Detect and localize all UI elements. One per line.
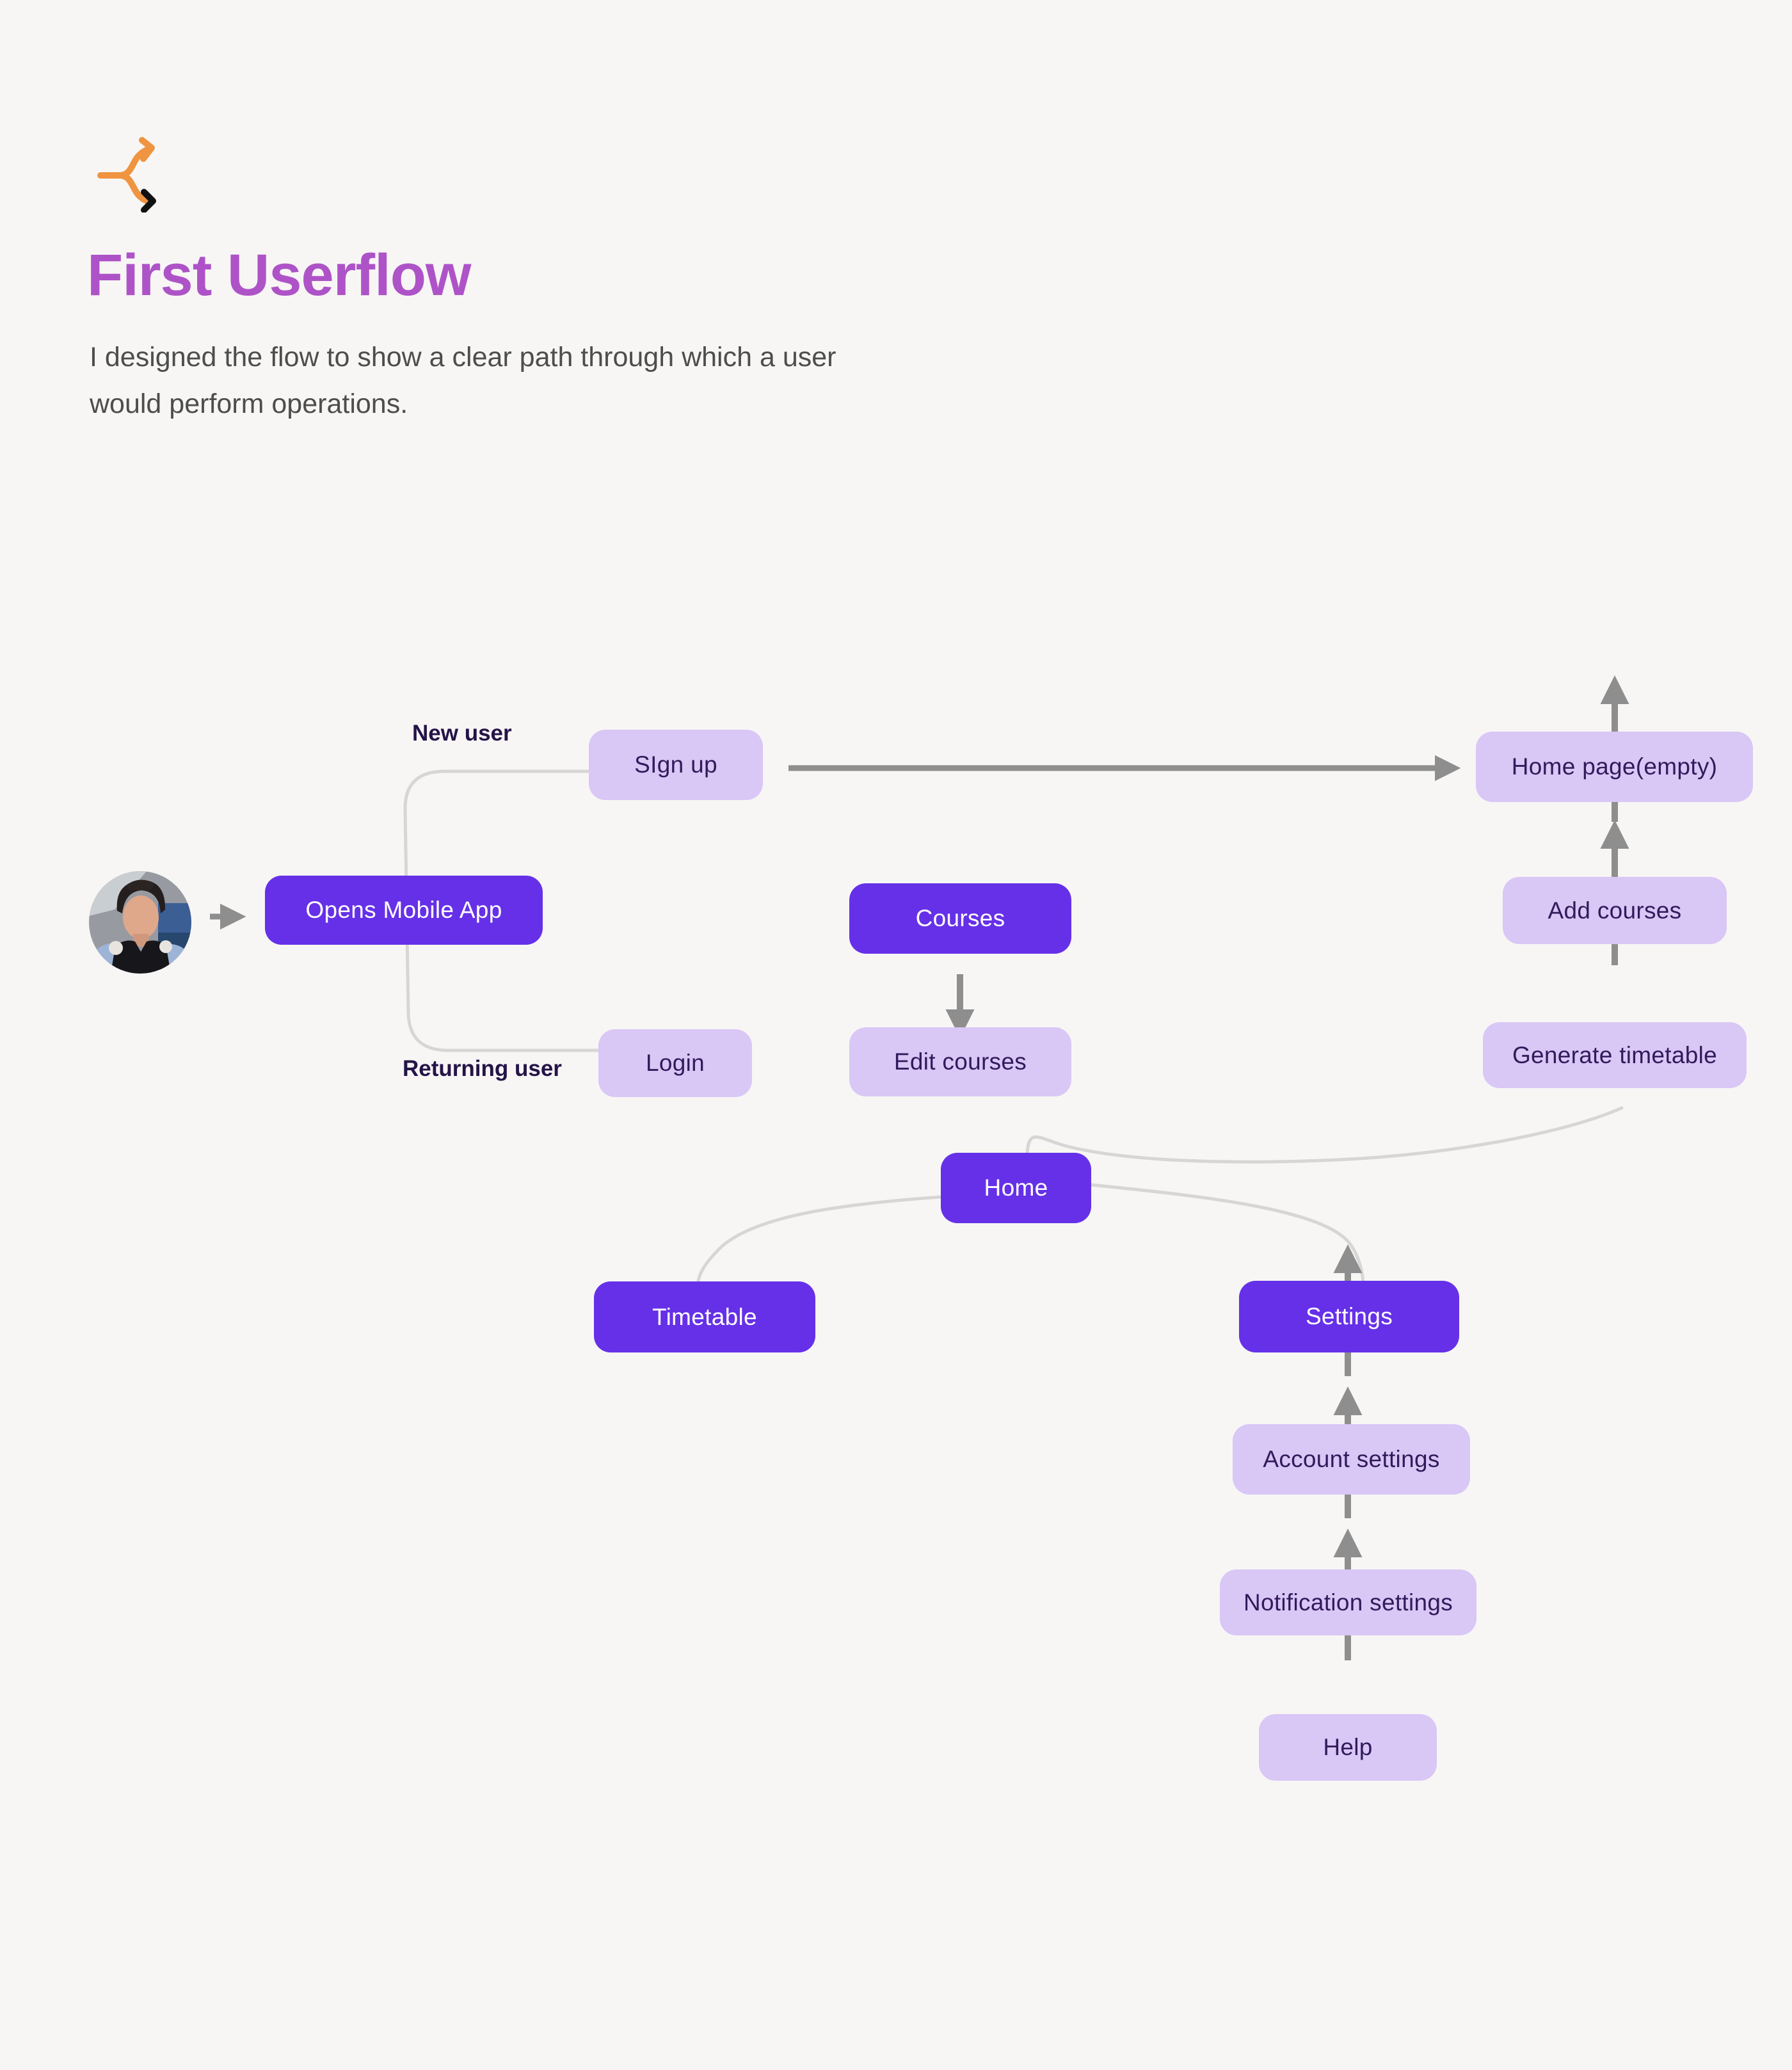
connector-home-to-timetable [696,1195,943,1283]
page-subtitle: I designed the flow to show a clear path… [90,334,836,428]
branch-arrows-icon [97,137,156,213]
node-generate-timetable: Generate timetable [1483,1022,1747,1088]
user-avatar-photo [89,871,191,974]
node-sign-up: SIgn up [589,730,763,800]
node-timetable: Timetable [594,1281,815,1352]
node-account-settings: Account settings [1233,1424,1470,1495]
node-login: Login [598,1029,752,1097]
label-returning-user: Returning user [403,1056,562,1081]
connector-generate-to-home [1025,1106,1624,1164]
node-home: Home [941,1153,1091,1223]
page-title: First Userflow [87,243,471,308]
node-edit-courses: Edit courses [849,1027,1071,1096]
page-subtitle-line2: would perform operations. [90,389,408,419]
user-avatar [89,871,191,974]
node-notification-settings: Notification settings [1220,1569,1476,1635]
node-opens-mobile-app: Opens Mobile App [265,876,543,945]
page-subtitle-line1: I designed the flow to show a clear path… [90,342,836,373]
connector-home-to-settings [1089,1183,1365,1284]
node-help: Help [1259,1714,1437,1781]
label-new-user: New user [412,721,512,746]
node-home-page-empty: Home page(empty) [1476,732,1753,802]
node-courses: Courses [849,883,1071,954]
node-settings: Settings [1239,1281,1459,1352]
node-add-courses: Add courses [1503,877,1727,944]
